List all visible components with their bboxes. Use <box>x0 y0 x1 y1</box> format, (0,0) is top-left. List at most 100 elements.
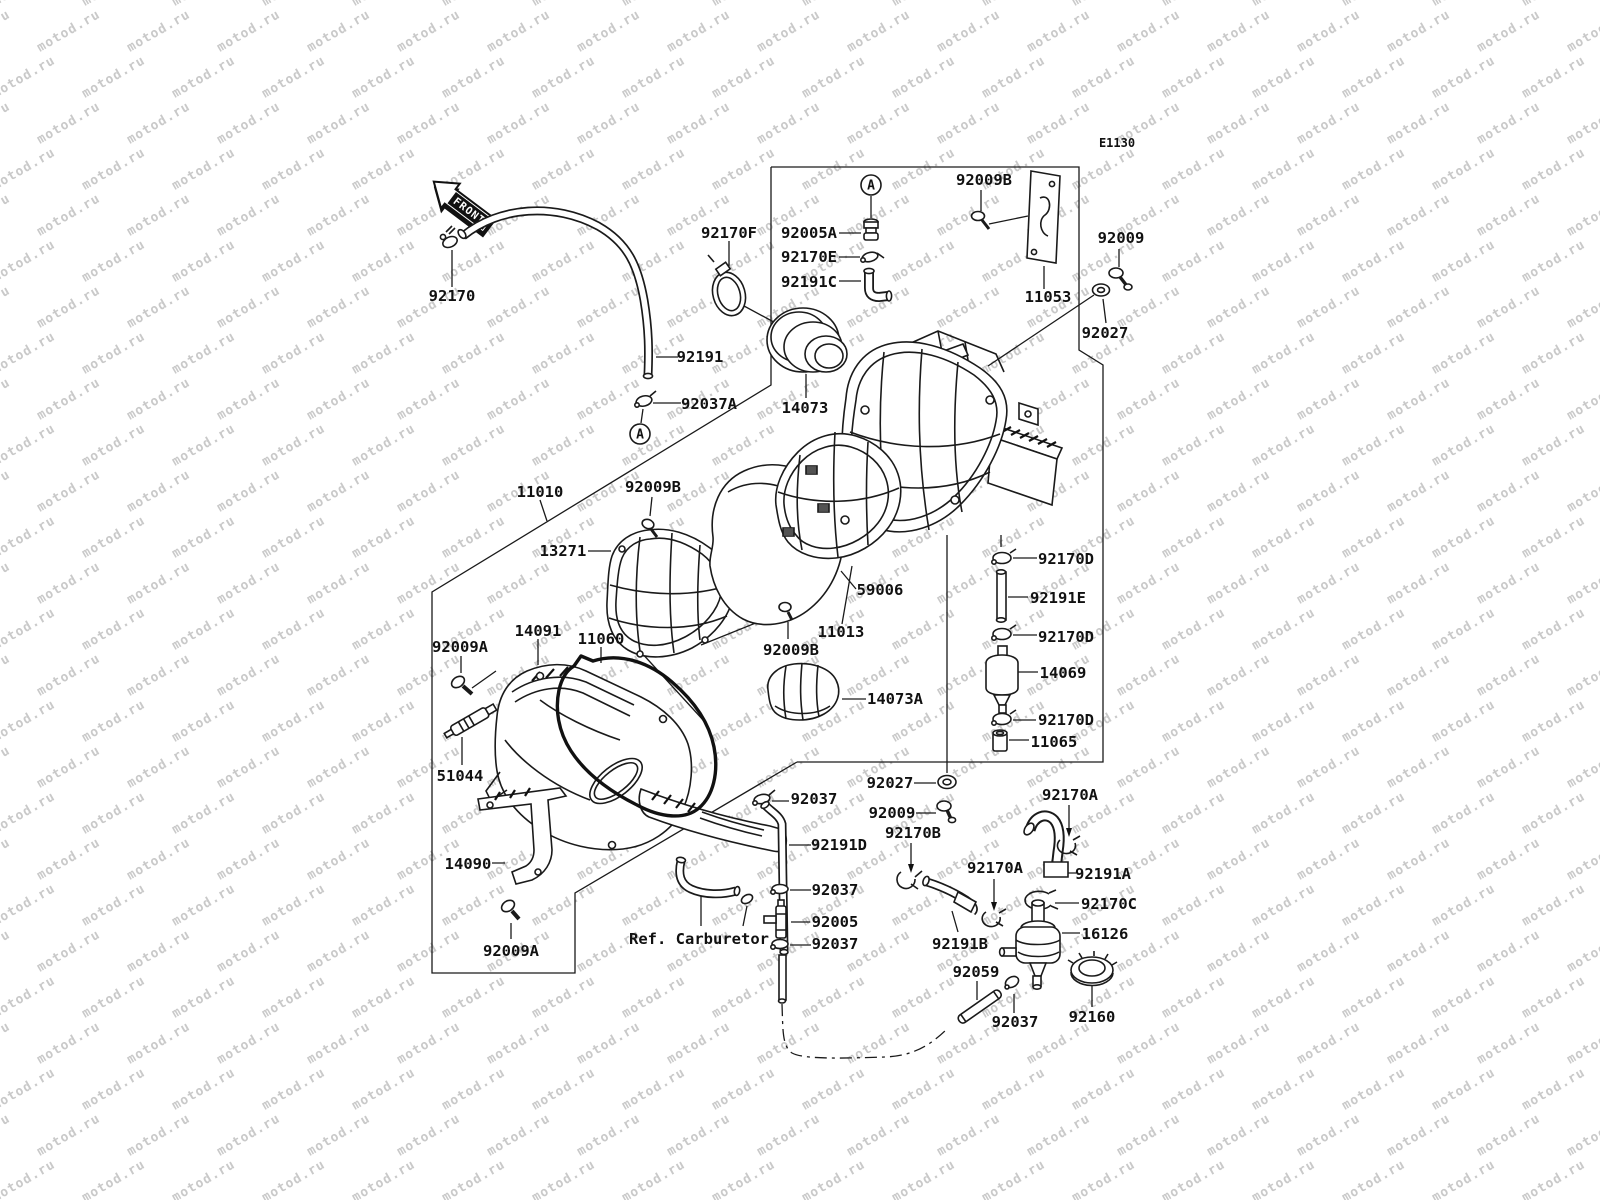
watermark-text: motod.ru <box>1385 743 1454 791</box>
watermark-text: motod.ru <box>1070 421 1139 469</box>
watermark-text: motod.ru <box>80 973 149 1021</box>
watermark-text: motod.ru <box>980 1157 1049 1200</box>
clip-92037-1 <box>751 789 776 806</box>
clamp-92170E <box>859 251 885 263</box>
elbow-92191C <box>863 267 893 303</box>
watermark-text: motod.ru <box>215 375 284 423</box>
watermark-text: motod.ru <box>305 467 374 515</box>
watermark-text: motod.ru <box>620 1157 689 1200</box>
watermark-text: motod.ru <box>1430 973 1499 1021</box>
watermark-text: motod.ru <box>1160 789 1229 837</box>
watermark-text: motod.ru <box>710 53 779 101</box>
watermark-text: motod.ru <box>1430 237 1499 285</box>
watermark-text: motod.ru <box>350 789 419 837</box>
watermark-text: motod.ru <box>350 53 419 101</box>
part-label: 92191D <box>811 836 867 854</box>
watermark-text: motod.ru <box>260 881 329 929</box>
hose-clamp-92170 <box>439 225 458 249</box>
watermark-text: motod.ru <box>440 973 509 1021</box>
watermark-text: motod.ru <box>0 1065 58 1113</box>
watermark-text: motod.ru <box>0 605 58 653</box>
watermark-text: motod.ru <box>1475 467 1544 515</box>
callout-circle <box>860 174 882 196</box>
watermark-text: motod.ru <box>1340 0 1409 9</box>
watermark-text: motod.ru <box>620 145 689 193</box>
watermark-text: motod.ru <box>710 1157 779 1200</box>
part-label: 92037A <box>681 395 738 413</box>
watermark-text: motod.ru <box>0 1019 13 1067</box>
watermark-text: motod.ru <box>1385 99 1454 147</box>
watermark-text: motod.ru <box>1430 1157 1499 1200</box>
watermark-text: motod.ru <box>395 559 464 607</box>
watermark-text: motod.ru <box>305 99 374 147</box>
watermark-text: motod.ru <box>0 237 58 285</box>
watermark-text: motod.ru <box>260 421 329 469</box>
watermark-text: motod.ru <box>1340 1065 1409 1113</box>
watermark-text: motod.ru <box>350 421 419 469</box>
watermark-text: motod.ru <box>395 651 464 699</box>
part-label: 92037 <box>812 881 859 899</box>
watermark-text: motod.ru <box>440 53 509 101</box>
watermark-text: motod.ru <box>800 973 869 1021</box>
watermark-text: motod.ru <box>350 697 419 745</box>
watermark-text: motod.ru <box>980 1065 1049 1113</box>
element-frame-13271 <box>606 528 735 658</box>
watermark-text: motod.ru <box>890 0 959 9</box>
watermark-text: motod.ru <box>1205 651 1274 699</box>
watermark-text: motod.ru <box>80 605 149 653</box>
watermark-text: motod.ru <box>800 53 869 101</box>
watermark-text: motod.ru <box>170 513 239 561</box>
watermark-text: motod.ru <box>845 7 914 55</box>
watermark-text: motod.ru <box>80 0 149 9</box>
watermark-text: motod.ru <box>620 0 689 9</box>
watermark-text: motod.ru <box>350 1157 419 1200</box>
watermark-text: motod.ru <box>1385 467 1454 515</box>
watermark-text: motod.ru <box>350 329 419 377</box>
watermark-text: motod.ru <box>1205 191 1274 239</box>
watermark-text: motod.ru <box>395 927 464 975</box>
watermark-text: motod.ru <box>530 881 599 929</box>
part-label: 92027 <box>1082 324 1129 342</box>
callout-markers: AA <box>629 174 882 445</box>
watermark-text: motod.ru <box>1340 881 1409 929</box>
watermark-text: motod.ru <box>710 697 779 745</box>
watermark-text: motod.ru <box>710 145 779 193</box>
callout-circle <box>629 423 651 445</box>
part-label: 14090 <box>445 855 492 873</box>
watermark-text: motod.ru <box>170 53 239 101</box>
watermark-text: motod.ru <box>80 513 149 561</box>
watermark-text: motod.ru <box>485 283 554 331</box>
watermark-text: motod.ru <box>260 789 329 837</box>
watermark-text: motod.ru <box>1385 375 1454 423</box>
watermark-text: motod.ru <box>1385 927 1454 975</box>
watermark-text: motod.ru <box>845 1019 914 1067</box>
watermark-text: motod.ru <box>620 973 689 1021</box>
watermark-text: motod.ru <box>1520 605 1589 653</box>
watermark-text: motod.ru <box>1250 1065 1319 1113</box>
watermark-text: motod.ru <box>215 1019 284 1067</box>
routing-dash-line <box>781 1003 949 1059</box>
watermark-text: motod.ru <box>1205 1019 1274 1067</box>
watermark-text: motod.ru <box>305 1111 374 1159</box>
watermark-text: motod.ru <box>305 559 374 607</box>
part-label: 92191C <box>781 273 837 291</box>
watermark-text: motod.ru <box>1295 191 1364 239</box>
watermark-text: motod.ru <box>1250 0 1319 9</box>
part-label: 92059 <box>953 963 1000 981</box>
part-label: 11053 <box>1025 288 1072 306</box>
watermark-text: motod.ru <box>530 421 599 469</box>
clamp-92170D-1 <box>990 548 1017 565</box>
watermark-text: motod.ru <box>170 973 239 1021</box>
watermark-text: motod.ru <box>1565 835 1600 883</box>
watermark-text: motod.ru <box>1430 0 1499 9</box>
watermark-text: motod.ru <box>305 835 374 883</box>
part-label: 92191 <box>677 348 724 366</box>
watermark-text: motod.ru <box>1340 973 1409 1021</box>
bracket-14090 <box>477 787 568 885</box>
watermark-text: motod.ru <box>1385 559 1454 607</box>
watermark-text: motod.ru <box>530 0 599 9</box>
watermark-text: motod.ru <box>1205 283 1274 331</box>
watermark-text: motod.ru <box>890 973 959 1021</box>
watermark-text: motod.ru <box>575 1111 644 1159</box>
clip-92037-3 <box>769 938 789 950</box>
